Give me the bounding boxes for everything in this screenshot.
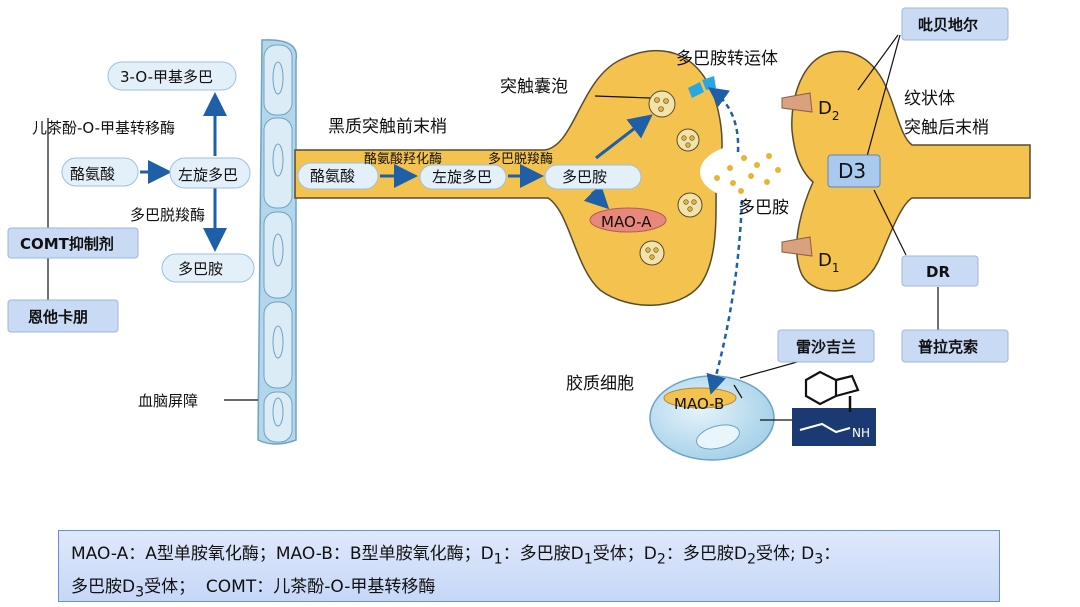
label-synaptic-vesicle: 突触囊泡 (500, 77, 568, 97)
arrow-to-glia (706, 199, 744, 395)
label-tyrosine-right: 酪氨酸 (310, 167, 355, 185)
dopamine-molecules (714, 153, 781, 194)
label-comt-inhibitor: COMT抑制剂 (20, 235, 114, 253)
label-ldopa-right: 左旋多巴 (432, 168, 492, 186)
mao-a-enzyme (589, 207, 667, 233)
pill-ldopa-right (419, 164, 507, 190)
label-pramipexole: 普拉克索 (918, 338, 978, 356)
arrow-dopamine-to-vesicle (595, 114, 653, 160)
box-piribedil (901, 7, 1009, 41)
rasagiline-molecule-icon (792, 370, 876, 446)
legend-line-2: 多巴胺D3受体； COMT：儿茶酚-O-甲基转移酶 (71, 577, 436, 601)
label-th-enzyme: 酪氨酸羟化酶 (364, 151, 442, 167)
blood-brain-barrier (257, 39, 298, 445)
box-d3 (827, 154, 881, 188)
label-piribedil: 吡贝地尔 (918, 16, 978, 34)
label-tyrosine-left: 酪氨酸 (70, 165, 115, 183)
label-glial-cell: 胶质细胞 (566, 374, 634, 394)
pill-3omd (107, 61, 237, 91)
pill-dopamine-right (544, 164, 642, 190)
receptors (781, 92, 813, 257)
box-entacapone (7, 299, 119, 333)
label-ddc-right: 多巴脱羧酶 (488, 151, 553, 167)
legend-line-1: MAO-A：A型单胺氧化酶；MAO-B：B型单胺氧化酶；D1：多巴胺D1受体；D… (71, 544, 841, 568)
label-rasagiline: 雷沙吉兰 (796, 338, 856, 356)
pathway-arrows (140, 92, 653, 252)
label-mao-a: MAO-A (601, 213, 652, 231)
label-nh: NH (852, 426, 870, 440)
synaptic-vesicles (639, 90, 703, 266)
label-comt-enzyme: 儿茶酚-O-甲基转移酶 (32, 119, 175, 137)
box-rasagiline (777, 329, 875, 363)
box-pramipexole (901, 329, 1009, 363)
label-d2-receptor: D2 (818, 98, 840, 123)
dopamine-transporter-icon (688, 76, 716, 98)
postsynaptic-terminal (791, 50, 1031, 292)
arrow-reuptake (707, 87, 740, 153)
label-3-o-methyldopa: 3-O-甲基多巴 (120, 68, 213, 86)
label-dopamine-cleft: 多巴胺 (738, 198, 789, 218)
pill-tyrosine-right (297, 162, 379, 190)
box-comt-inhibitor (7, 227, 139, 259)
label-ddc-left: 多巴脱羧酶 (130, 206, 205, 224)
label-dr: DR (926, 263, 950, 281)
label-striatum: 纹状体 (904, 89, 955, 109)
pill-tyrosine-left (61, 157, 139, 187)
label-entacapone: 恩他卡朋 (28, 308, 88, 326)
box-dr (901, 255, 979, 287)
synaptic-cleft (700, 144, 796, 200)
pill-dopamine-left (161, 253, 255, 283)
label-bbb: 血脑屏障 (138, 392, 198, 410)
abbreviation-legend: MAO-A：A型单胺氧化酶；MAO-B：B型单胺氧化酶；D1：多巴胺D1受体；D… (58, 530, 1000, 602)
label-dopamine-transporter: 多巴胺转运体 (676, 49, 778, 69)
label-d3-receptor: D3 (838, 159, 866, 183)
dopamine-pathway-diagram: 3-O-甲基多巴 儿茶酚-O-甲基转移酶 酪氨酸 左旋多巴 多巴脱羧酶 多巴胺 … (7, 7, 1031, 461)
glial-cell (649, 375, 775, 461)
pill-ldopa-left (169, 157, 251, 189)
label-presynaptic-terminal: 黑质突触前末梢 (328, 117, 447, 137)
label-dopamine-intracellular: 多巴胺 (562, 168, 607, 186)
label-d1-receptor: D1 (818, 250, 840, 275)
arrow-dopamine-to-maoa (583, 183, 610, 210)
label-dopamine-left: 多巴胺 (178, 260, 223, 278)
label-mao-b: MAO-B (674, 395, 724, 413)
label-postsynaptic-terminal: 突触后末梢 (904, 118, 989, 138)
label-ldopa-left: 左旋多巴 (178, 166, 238, 184)
